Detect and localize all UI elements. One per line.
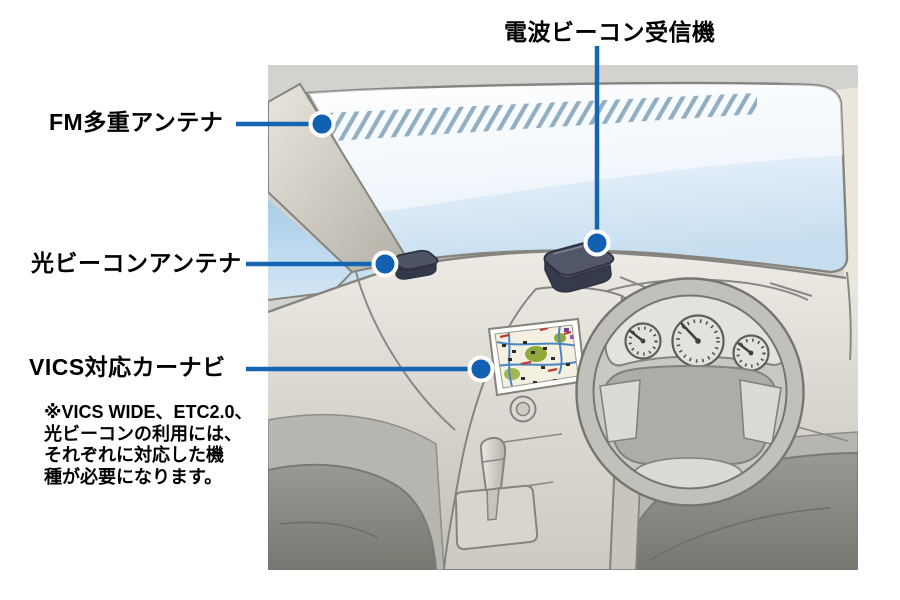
gauge-center — [671, 314, 725, 368]
windshield — [303, 81, 849, 274]
gauge-right — [732, 334, 770, 372]
note-line: それぞれに対応した機 — [44, 445, 224, 465]
callout-connectors — [236, 46, 611, 383]
dashboard-top-edge — [268, 250, 847, 314]
left-seat-crease — [279, 521, 379, 539]
label-radio-beacon-receiver: 電波ビーコン受信機 — [504, 19, 716, 45]
label-vics-car-navigation: VICS対応カーナビ — [29, 354, 226, 380]
note-line: 光ビーコンの利用には、 — [44, 423, 242, 444]
optical-beacon-antenna-device — [393, 249, 439, 280]
callout-dot-optical-beacon — [371, 250, 399, 278]
compatibility-note: ※VICS WIDE、ETC2.0、 光ビーコンの利用には、 それぞれに対応した… — [44, 402, 253, 488]
note-line: 種が必要になります。 — [44, 466, 223, 487]
label-fm-multiplex-antenna: FM多重アンテナ — [49, 109, 224, 135]
fm-antenna-hatch-pattern — [303, 93, 757, 143]
note-line: ※VICS WIDE、ETC2.0、 — [44, 402, 253, 422]
gauge-left — [624, 322, 662, 360]
callout-dot-vics-nav — [467, 355, 495, 383]
car-navigation-screen — [487, 317, 587, 397]
gear-shifter — [454, 436, 539, 551]
steering-rim — [577, 279, 803, 505]
callout-dot-fm-antenna — [308, 110, 336, 138]
map-graphics — [496, 325, 578, 387]
label-optical-beacon-antenna: 光ビーコンアンテナ — [31, 250, 242, 276]
side-window — [268, 200, 398, 300]
right-seat-crease — [649, 507, 831, 561]
left-seat — [268, 463, 438, 570]
callout-dot-radio-beacon — [583, 229, 611, 257]
steering-wheel-assembly — [575, 277, 805, 507]
